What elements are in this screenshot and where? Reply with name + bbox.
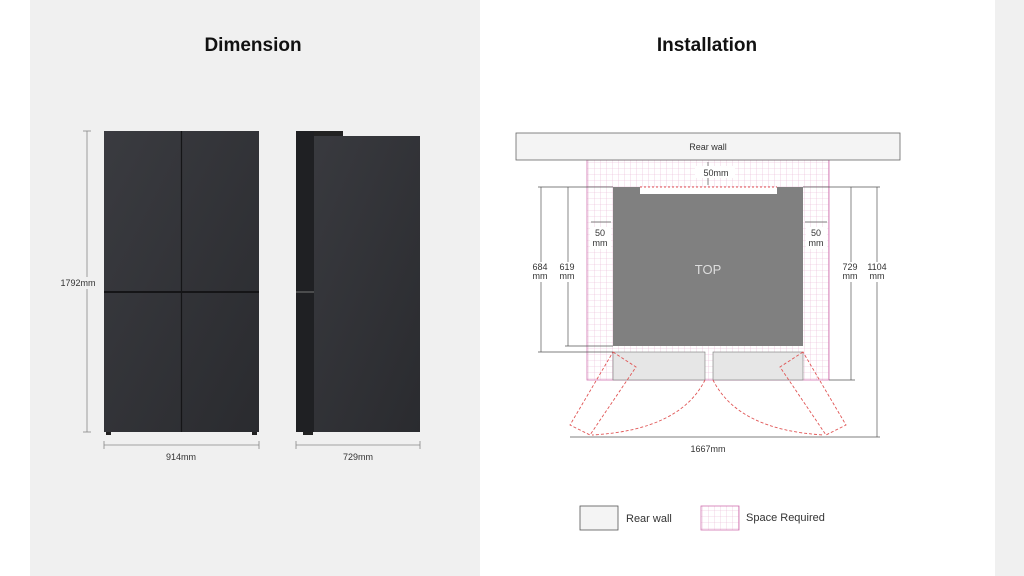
- dim-684-unit: mm: [533, 271, 548, 281]
- left-gap-unit: mm: [593, 238, 608, 248]
- fridge-front: [104, 131, 259, 435]
- top-label: TOP: [695, 262, 722, 277]
- door-swing: [569, 351, 847, 436]
- legend-rear-wall-swatch: [579, 505, 619, 531]
- installation-title: Installation: [657, 35, 757, 56]
- rear-wall-label: Rear wall: [689, 142, 727, 152]
- dim-729-unit: mm: [843, 271, 858, 281]
- right-edge: [995, 0, 1024, 576]
- dim-1104: 1104: [867, 262, 886, 272]
- dim-729: 729: [842, 262, 857, 272]
- dim-684: 684: [532, 262, 547, 272]
- width-label: 914mm: [166, 452, 196, 462]
- rear-wall: [515, 132, 901, 161]
- legend-rear-wall-label: Rear wall: [626, 513, 672, 525]
- legend: Rear wall Space Required: [579, 505, 825, 531]
- height-label: 1792mm: [60, 278, 95, 288]
- depth-label: 729mm: [343, 452, 373, 462]
- dim-1104-unit: mm: [870, 271, 885, 281]
- top-gap-label: 50mm: [703, 168, 728, 178]
- dim-619-unit: mm: [560, 271, 575, 281]
- legend-space-required-swatch: [700, 505, 740, 531]
- right-gap-value: 50: [811, 228, 821, 238]
- legend-space-required-label: Space Required: [746, 512, 825, 524]
- fridge-top: [612, 186, 804, 381]
- dimension-title: Dimension: [204, 35, 301, 56]
- left-gap-value: 50: [595, 228, 605, 238]
- dim-619: 619: [559, 262, 574, 272]
- right-gap-unit: mm: [809, 238, 824, 248]
- total-width-label: 1667mm: [690, 444, 725, 454]
- fridge-side: [296, 131, 420, 435]
